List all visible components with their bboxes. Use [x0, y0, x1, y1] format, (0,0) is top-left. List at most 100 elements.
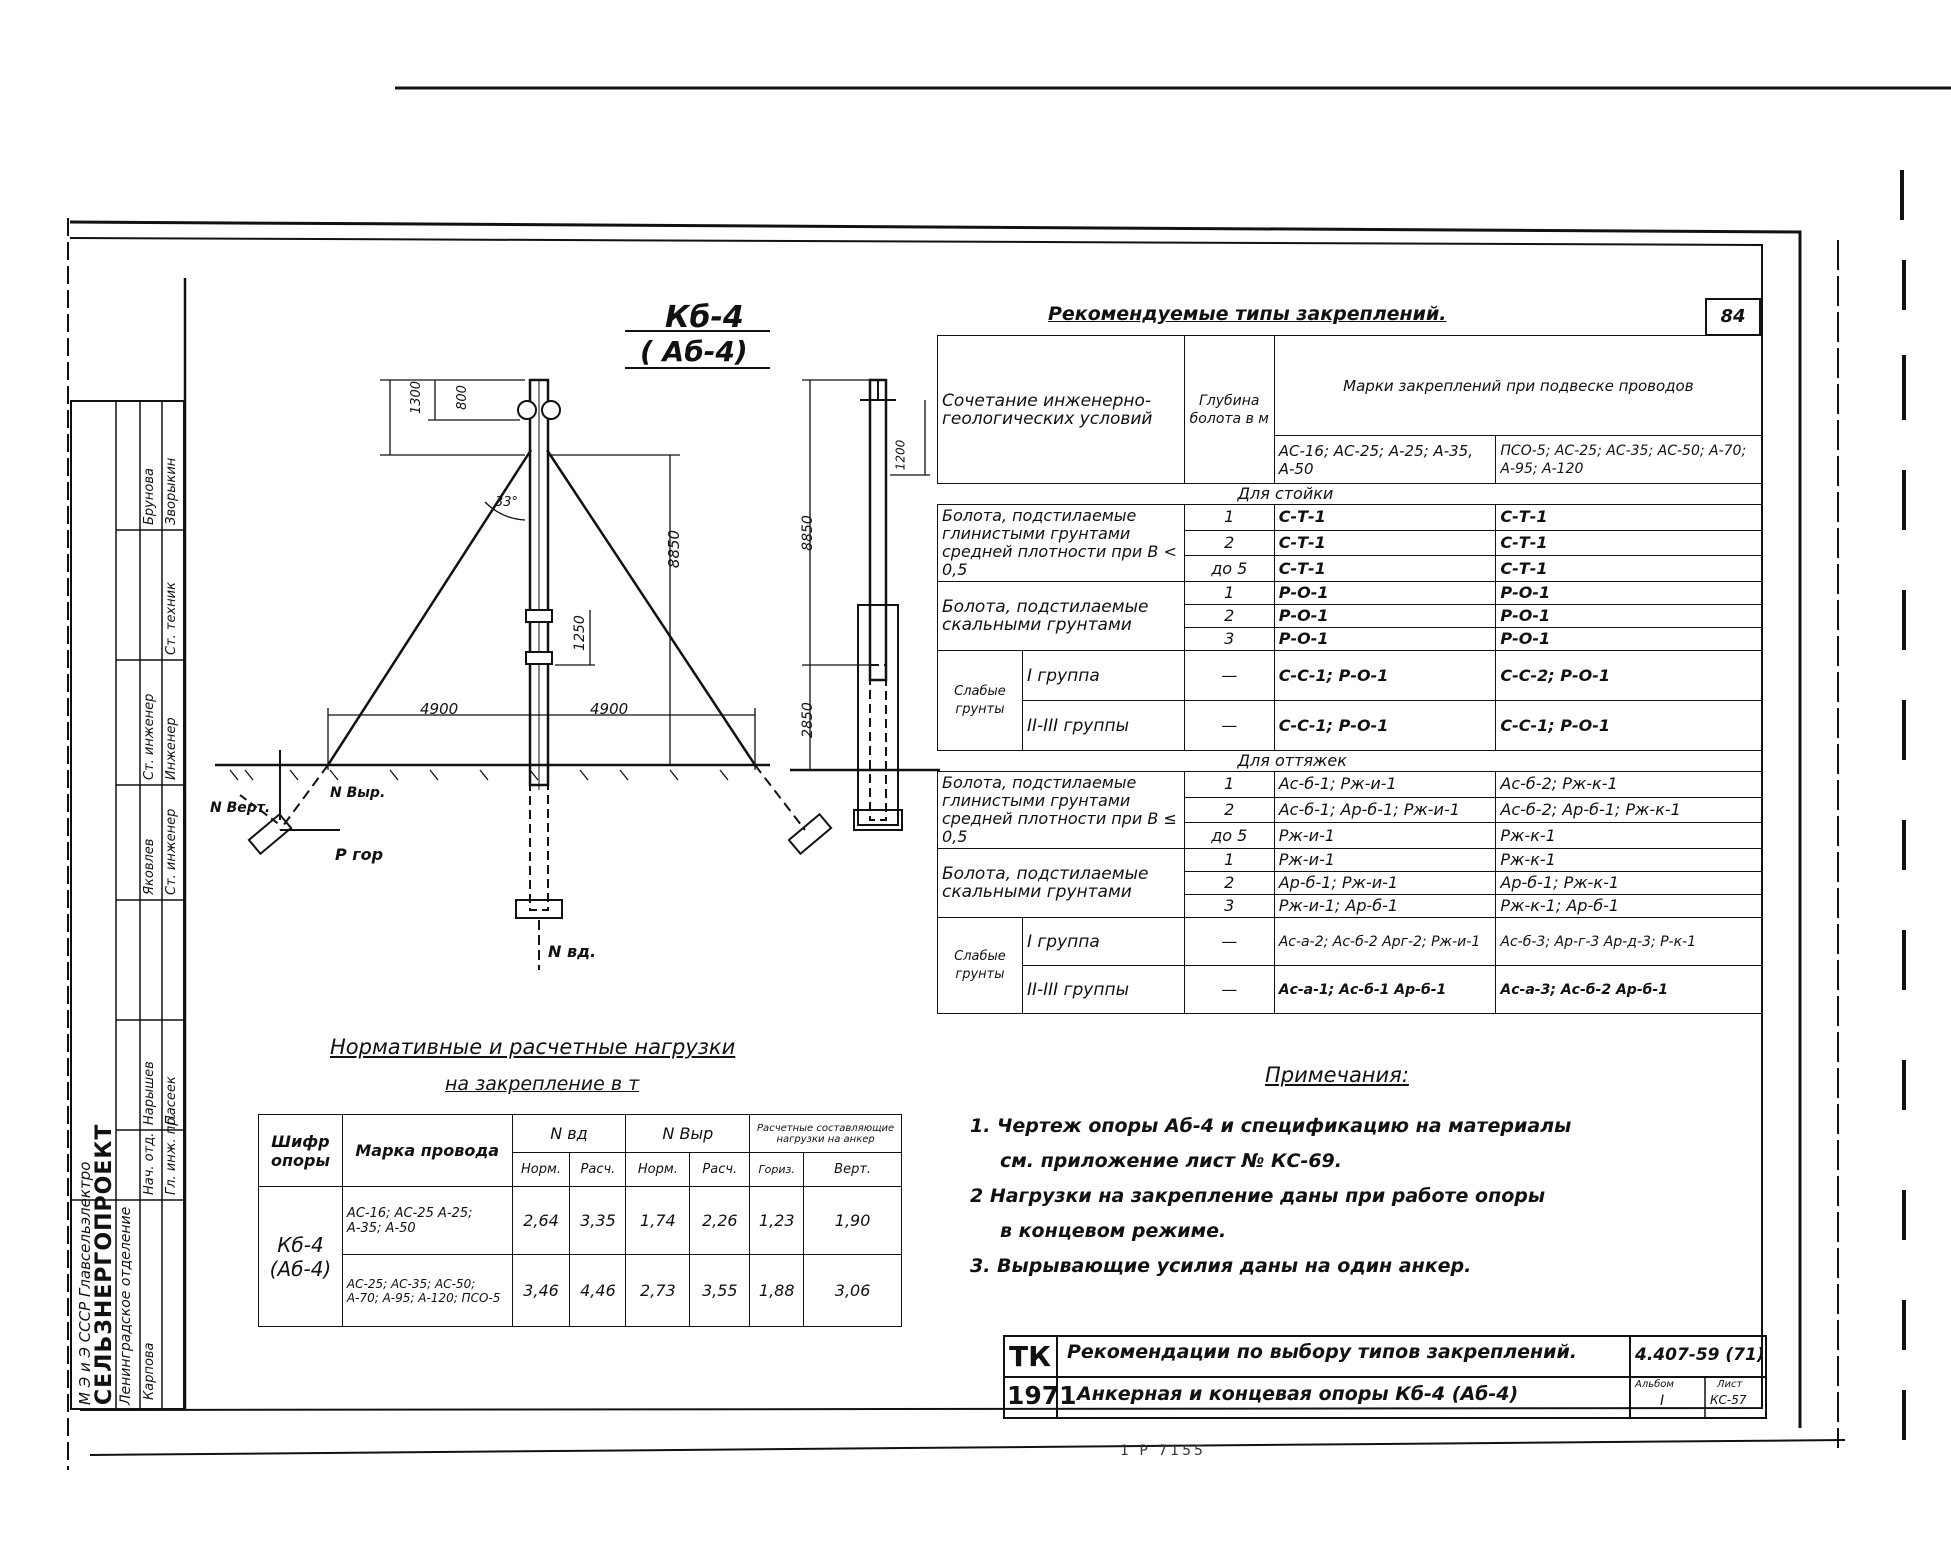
table-row: Болота, подстилаемые скальными грунтами …: [937, 581, 1763, 651]
guy-b: Ас-б-2; Рж-к-1: [1495, 771, 1763, 798]
section-guys: Для оттяжек: [937, 750, 1763, 772]
loads-table: Шифр опоры Марка провода N вд N Выр Расч…: [258, 1114, 902, 1327]
loads-heading-1: Нормативные и расчетные нагрузки: [330, 1035, 736, 1059]
stand-weak-group: I группа: [1021, 650, 1185, 701]
loads-head-vert: Верт.: [803, 1152, 902, 1187]
side-stamp-grid: [70, 400, 185, 1410]
guy-a: Рж-и-1; Ар-б-1: [1273, 894, 1497, 918]
side-bottom-dim: 2850: [799, 702, 816, 738]
stand-weak-a: С-С-1; Р-О-1: [1273, 700, 1497, 751]
stand-a: Р-О-1: [1273, 581, 1497, 605]
side-name-6: Карпова: [142, 1342, 157, 1400]
p-gor-label: P гор: [335, 845, 384, 864]
table-row: II-III группы — С-С-1; Р-О-1 С-С-1; Р-О-…: [938, 700, 1763, 751]
weak-soil-label: Слабые грунты: [937, 650, 1023, 751]
guy-depth: 1: [1183, 771, 1275, 798]
stand-a: С-Т-1: [1273, 555, 1497, 582]
table-row: Кб-4 (Аб-4) АС-16; АС-25 А-25; А-35; А-5…: [258, 1186, 902, 1327]
side-dept: Ленинградское отделение: [118, 1206, 134, 1405]
loads-cipher: Кб-4 (Аб-4): [258, 1186, 343, 1327]
table-row: 2 Ас-б-1; Ар-б-1; Рж-и-1 Ас-б-2; Ар-б-1;…: [938, 796, 1763, 824]
guy-cond-1: Болота, подстилаемые глинистыми грунтами…: [937, 771, 1185, 849]
guy-b: Рж-к-1: [1495, 822, 1763, 849]
loads-head-norm: Норм.: [511, 1152, 571, 1187]
stand-a: С-Т-1: [1273, 529, 1497, 557]
table-row: 2 С-Т-1 С-Т-1: [938, 529, 1763, 557]
note-line-3: 2 Нагрузки на закрепление даны при работ…: [970, 1185, 1546, 1207]
fastening-types-table: Сочетание инженерно-геологических услови…: [937, 335, 1764, 1014]
guy-cond-2: Болота, подстилаемые скальными грунтами: [937, 848, 1185, 918]
header-wire-a: АС-16; АС-25; А-25; А-35, А-50: [1273, 435, 1497, 484]
side-name-4: Брунова: [142, 468, 157, 525]
note-line-1: 1. Чертеж опоры Аб-4 и спецификацию на м…: [970, 1115, 1572, 1137]
header-depth: Глубина болота в м: [1183, 335, 1275, 484]
bottom-faint-text: 1 Р 7155: [1120, 1443, 1206, 1459]
stand-weak-depth: —: [1183, 700, 1275, 751]
side-top-dim: 1200: [893, 439, 908, 471]
guy-weak-depth: —: [1183, 917, 1275, 966]
loads-head-rasch: Расч.: [689, 1152, 751, 1187]
guy-a: Рж-и-1: [1273, 848, 1497, 872]
stand-weak-b: С-С-2; Р-О-1: [1495, 650, 1763, 701]
table-row: Болота, подстилаемые глинистыми грунтами…: [937, 504, 1763, 582]
note-line-2: см. приложение лист № КС-69.: [1000, 1150, 1342, 1172]
loads-head-nvd: N вд: [511, 1114, 627, 1153]
guy-weak-depth: —: [1183, 965, 1275, 1014]
right-table-heading: Рекомендуемые типы закреплений.: [1048, 303, 1447, 325]
table-row: 2 Ар-б-1; Рж-и-1 Ар-б-1; Рж-к-1: [938, 871, 1763, 895]
side-view-drawing: [790, 378, 940, 831]
stand-b: С-Т-1: [1495, 504, 1763, 531]
stand-weak-depth: —: [1183, 650, 1275, 701]
dim-height: 8850: [665, 529, 684, 569]
loads-head-norm: Норм.: [625, 1152, 691, 1187]
guy-depth: 2: [1183, 871, 1275, 895]
side-height-dim: 8850: [799, 515, 816, 551]
side-name-5: Зворыкин: [164, 457, 179, 525]
loads-cell: 3,55: [689, 1254, 751, 1327]
guy-b: Ас-б-2; Ар-б-1; Рж-к-1: [1495, 796, 1763, 824]
table-row: Слабые грунты I группа — Ас-а-2; Ас-б-2 …: [937, 917, 1763, 1014]
header-conditions: Сочетание инженерно-геологических услови…: [937, 335, 1185, 484]
note-line-5: 3. Вырывающие усилия даны на один анкер.: [970, 1255, 1472, 1277]
guy-depth: 1: [1183, 848, 1275, 872]
stand-weak-group: II-III группы: [1021, 700, 1185, 751]
loads-head-nvyr: N Выр: [625, 1114, 751, 1153]
guy-a: Ас-б-1; Рж-и-1: [1273, 771, 1497, 798]
guy-b: Рж-к-1: [1495, 848, 1763, 872]
dim-mid: 1250: [571, 615, 588, 651]
n-vyr-label: N Выр.: [330, 785, 386, 801]
stand-depth: 1: [1183, 581, 1275, 605]
side-org: СЕЛЬЗНЕРГОПРОЕКТ: [92, 1123, 117, 1405]
table-row: 2 Р-О-1 Р-О-1: [938, 604, 1763, 628]
stamp-code: 4.407-59 (71): [1635, 1345, 1765, 1365]
loads-head-rasch: Расч.: [569, 1152, 627, 1187]
title-underlines: [625, 330, 770, 369]
guy-weak-a: Ас-а-1; Ас-б-1 Ар-б-1: [1273, 965, 1497, 1014]
stand-a: Р-О-1: [1273, 604, 1497, 628]
stand-depth: 1: [1183, 504, 1275, 531]
loads-head-cipher: Шифр опоры: [258, 1114, 343, 1187]
guy-a: Ар-б-1; Рж-и-1: [1273, 871, 1497, 895]
guy-b: Рж-к-1; Ар-б-1: [1495, 894, 1763, 918]
stand-b: Р-О-1: [1495, 604, 1763, 628]
loads-cell: 3,46: [511, 1254, 571, 1327]
guy-depth: 2: [1183, 796, 1275, 824]
stand-b: Р-О-1: [1495, 581, 1763, 605]
drawing-title: Кб-4: [665, 300, 744, 335]
section-stand: Для стойки: [937, 483, 1763, 505]
stand-depth: до 5: [1183, 555, 1275, 582]
guy-depth: до 5: [1183, 822, 1275, 849]
dim-1: 800: [454, 385, 470, 410]
drawing-subtitle: ( Аб-4): [640, 335, 748, 368]
header-wire-b: ПСО-5; АС-25; АС-35; АС-50; А-70; А-95; …: [1495, 435, 1763, 484]
stand-b: С-Т-1: [1495, 529, 1763, 557]
stamp-sheet: КС-57: [1710, 1393, 1747, 1407]
guy-weak-b: Ас-б-3; Ар-г-3 Ар-д-3; Р-к-1: [1495, 917, 1763, 966]
guy-depth: 3: [1183, 894, 1275, 918]
guy-weak-group: I группа: [1021, 917, 1185, 966]
weak-soil-label: Слабые грунты: [937, 917, 1023, 1014]
loads-cell: 3,35: [569, 1186, 627, 1255]
side-name-3: Яковлев: [142, 838, 157, 895]
stand-weak-b: С-С-1; Р-О-1: [1495, 700, 1763, 751]
stand-cond-1: Болота, подстилаемые глинистыми грунтами…: [937, 504, 1185, 582]
